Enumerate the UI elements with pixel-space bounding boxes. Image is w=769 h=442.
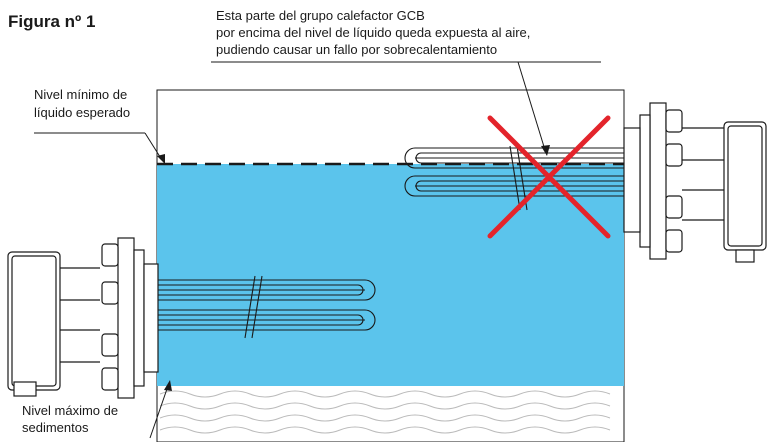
callout-arrowhead-min-level [157,154,165,164]
warning-cross-icon [487,115,611,239]
callout-arrowhead-sediment [164,380,172,391]
right-heating-elements [404,145,624,211]
callout-top-line2: por encima del nivel de líquido queda ex… [216,25,531,40]
figure-title: Figura nº 1 [8,12,96,31]
leader-lines [34,61,601,439]
right-flange [649,102,667,260]
sediment-zone [159,390,611,434]
left-terminal-box [7,251,61,391]
sediment-label-line1: Nivel máximo de [22,403,119,418]
callout-arrowhead-top [541,145,550,156]
callout-top-line1: Esta parte del grupo calefactor GCB [216,8,425,23]
left-heater-assembly [7,237,159,399]
left-heating-elements [158,275,376,339]
left-cable-gland [13,381,37,397]
left-flange [117,237,135,399]
min-level-label-line1: Nivel mínimo de [34,87,128,102]
right-terminal-box [723,121,767,251]
right-cable-gland [735,249,755,263]
right-heater-assembly [623,102,767,263]
callout-top-line3: pudiendo causar un fallo por sobrecalent… [216,42,498,57]
min-level-label-line2: líquido esperado [34,105,131,120]
sediment-label-line2: sedimentos [22,420,89,435]
liquid-body [157,164,624,386]
